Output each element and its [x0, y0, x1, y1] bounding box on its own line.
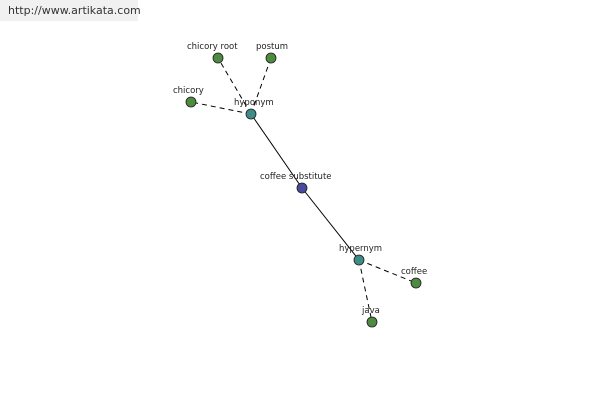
edge-hypernym-coffee — [358, 259, 417, 284]
center-coffee-substitute-label: coffee substitute — [260, 172, 332, 182]
edge-hypernym — [301, 187, 360, 261]
term-coffee-label: coffee — [401, 267, 427, 277]
edge-hypernym-java — [358, 259, 373, 323]
relation-hypernym-node[interactable] — [353, 254, 365, 266]
relation-hyponym-label: hyponym — [234, 98, 274, 108]
term-coffee-node[interactable] — [410, 277, 422, 289]
edge-hyponym-chicory-root — [217, 57, 252, 115]
relation-hypernym-label: hypernym — [339, 244, 382, 254]
edge-hyponym-postum — [250, 57, 272, 115]
term-postum-label: postum — [256, 42, 288, 52]
term-chicory-label: chicory — [173, 86, 204, 96]
site-url-link[interactable]: http://www.artikata.com — [0, 0, 141, 21]
term-chicory-root-label: chicory root — [187, 42, 238, 52]
term-java-label: java — [361, 306, 380, 316]
edge-hyponym-chicory — [190, 101, 252, 115]
edge-hyponym — [250, 113, 303, 189]
center-coffee-substitute-node[interactable] — [296, 182, 308, 194]
term-java-node[interactable] — [366, 316, 378, 328]
relation-hyponym-node[interactable] — [245, 108, 257, 120]
term-postum-node[interactable] — [265, 52, 277, 64]
term-chicory-node[interactable] — [185, 96, 197, 108]
term-chicory-root-node[interactable] — [212, 52, 224, 64]
